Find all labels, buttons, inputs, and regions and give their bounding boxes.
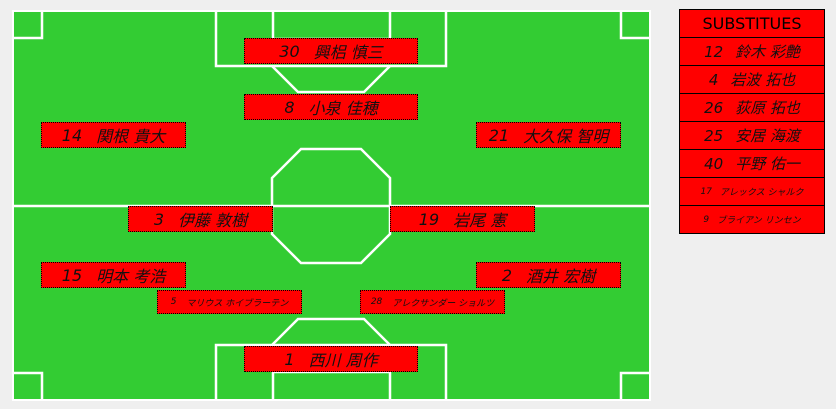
player-name: 西川 周作 <box>308 351 378 370</box>
sub-name: 平野 佑一 <box>735 155 800 173</box>
pitch-markings <box>14 12 649 399</box>
player-number: 14 <box>61 125 83 145</box>
player-number: 19 <box>418 209 440 229</box>
player-card[interactable]: 21 大久保 智明 <box>476 122 621 148</box>
sub-number: 9 <box>703 214 710 225</box>
sub-name: 荻原 拓也 <box>735 99 800 117</box>
player-number: 1 <box>284 349 295 369</box>
sub-number: 12 <box>704 42 724 61</box>
sub-number: 17 <box>700 186 712 197</box>
substitute-row[interactable]: 26 荻原 拓也 <box>680 94 824 122</box>
substitutes-title: SUBSTITUES <box>680 10 824 38</box>
player-card[interactable]: 14 関根 貴大 <box>41 122 186 148</box>
player-name: 大久保 智明 <box>523 127 609 146</box>
sub-name: 鈴木 彩艶 <box>735 43 800 61</box>
sub-number: 4 <box>708 70 719 89</box>
substitute-row[interactable]: 4 岩波 拓也 <box>680 66 824 94</box>
player-card[interactable]: 30 興梠 慎三 <box>244 38 418 64</box>
player-card[interactable]: 1 西川 周作 <box>244 346 418 372</box>
substitute-row[interactable]: 12 鈴木 彩艶 <box>680 38 824 66</box>
sub-name: ブライアン リンセン <box>717 216 801 226</box>
player-name: 岩尾 憲 <box>453 211 507 230</box>
player-number: 30 <box>279 41 300 61</box>
substitute-row[interactable]: 17 アレックス シャルク <box>680 178 824 206</box>
player-name: アレクサンダー ショルツ <box>392 298 495 309</box>
player-card[interactable]: 15 明本 考浩 <box>41 262 186 288</box>
sub-name: アレックス シャルク <box>719 188 804 198</box>
substitutes-panel: SUBSTITUES 12 鈴木 彩艶 4 岩波 拓也 26 荻原 拓也 25 … <box>679 9 825 234</box>
player-number: 5 <box>170 297 177 307</box>
player-name: 興梠 慎三 <box>313 43 383 62</box>
player-number: 8 <box>284 97 295 117</box>
player-name: 明本 考浩 <box>96 267 166 286</box>
player-number: 2 <box>501 265 513 285</box>
player-card[interactable]: 5 マリウス ホイブラーテン <box>157 290 302 314</box>
sub-number: 40 <box>704 154 724 173</box>
sub-number: 25 <box>704 126 724 145</box>
sub-name: 岩波 拓也 <box>730 71 796 89</box>
substitute-row[interactable]: 40 平野 佑一 <box>680 150 824 178</box>
substitute-row[interactable]: 25 安居 海渡 <box>680 122 824 150</box>
player-name: 関根 貴大 <box>96 127 166 146</box>
player-name: マリウス ホイブラーテン <box>186 298 289 309</box>
football-pitch <box>12 10 651 401</box>
player-name: 酒井 宏樹 <box>526 267 596 286</box>
player-card[interactable]: 28 アレクサンダー ショルツ <box>360 290 505 314</box>
player-number: 21 <box>488 125 510 145</box>
player-name: 小泉 佳穂 <box>308 99 378 118</box>
player-card[interactable]: 3 伊藤 敦樹 <box>128 206 273 232</box>
player-card[interactable]: 19 岩尾 憲 <box>390 206 535 232</box>
player-card[interactable]: 2 酒井 宏樹 <box>476 262 621 288</box>
player-name: 伊藤 敦樹 <box>178 211 248 230</box>
substitute-row[interactable]: 9 ブライアン リンセン <box>680 206 824 233</box>
sub-name: 安居 海渡 <box>735 127 800 145</box>
player-number: 15 <box>61 265 83 285</box>
sub-number: 26 <box>704 98 724 117</box>
player-number: 3 <box>153 209 165 229</box>
player-number: 28 <box>370 297 383 307</box>
player-card[interactable]: 8 小泉 佳穂 <box>244 94 418 120</box>
